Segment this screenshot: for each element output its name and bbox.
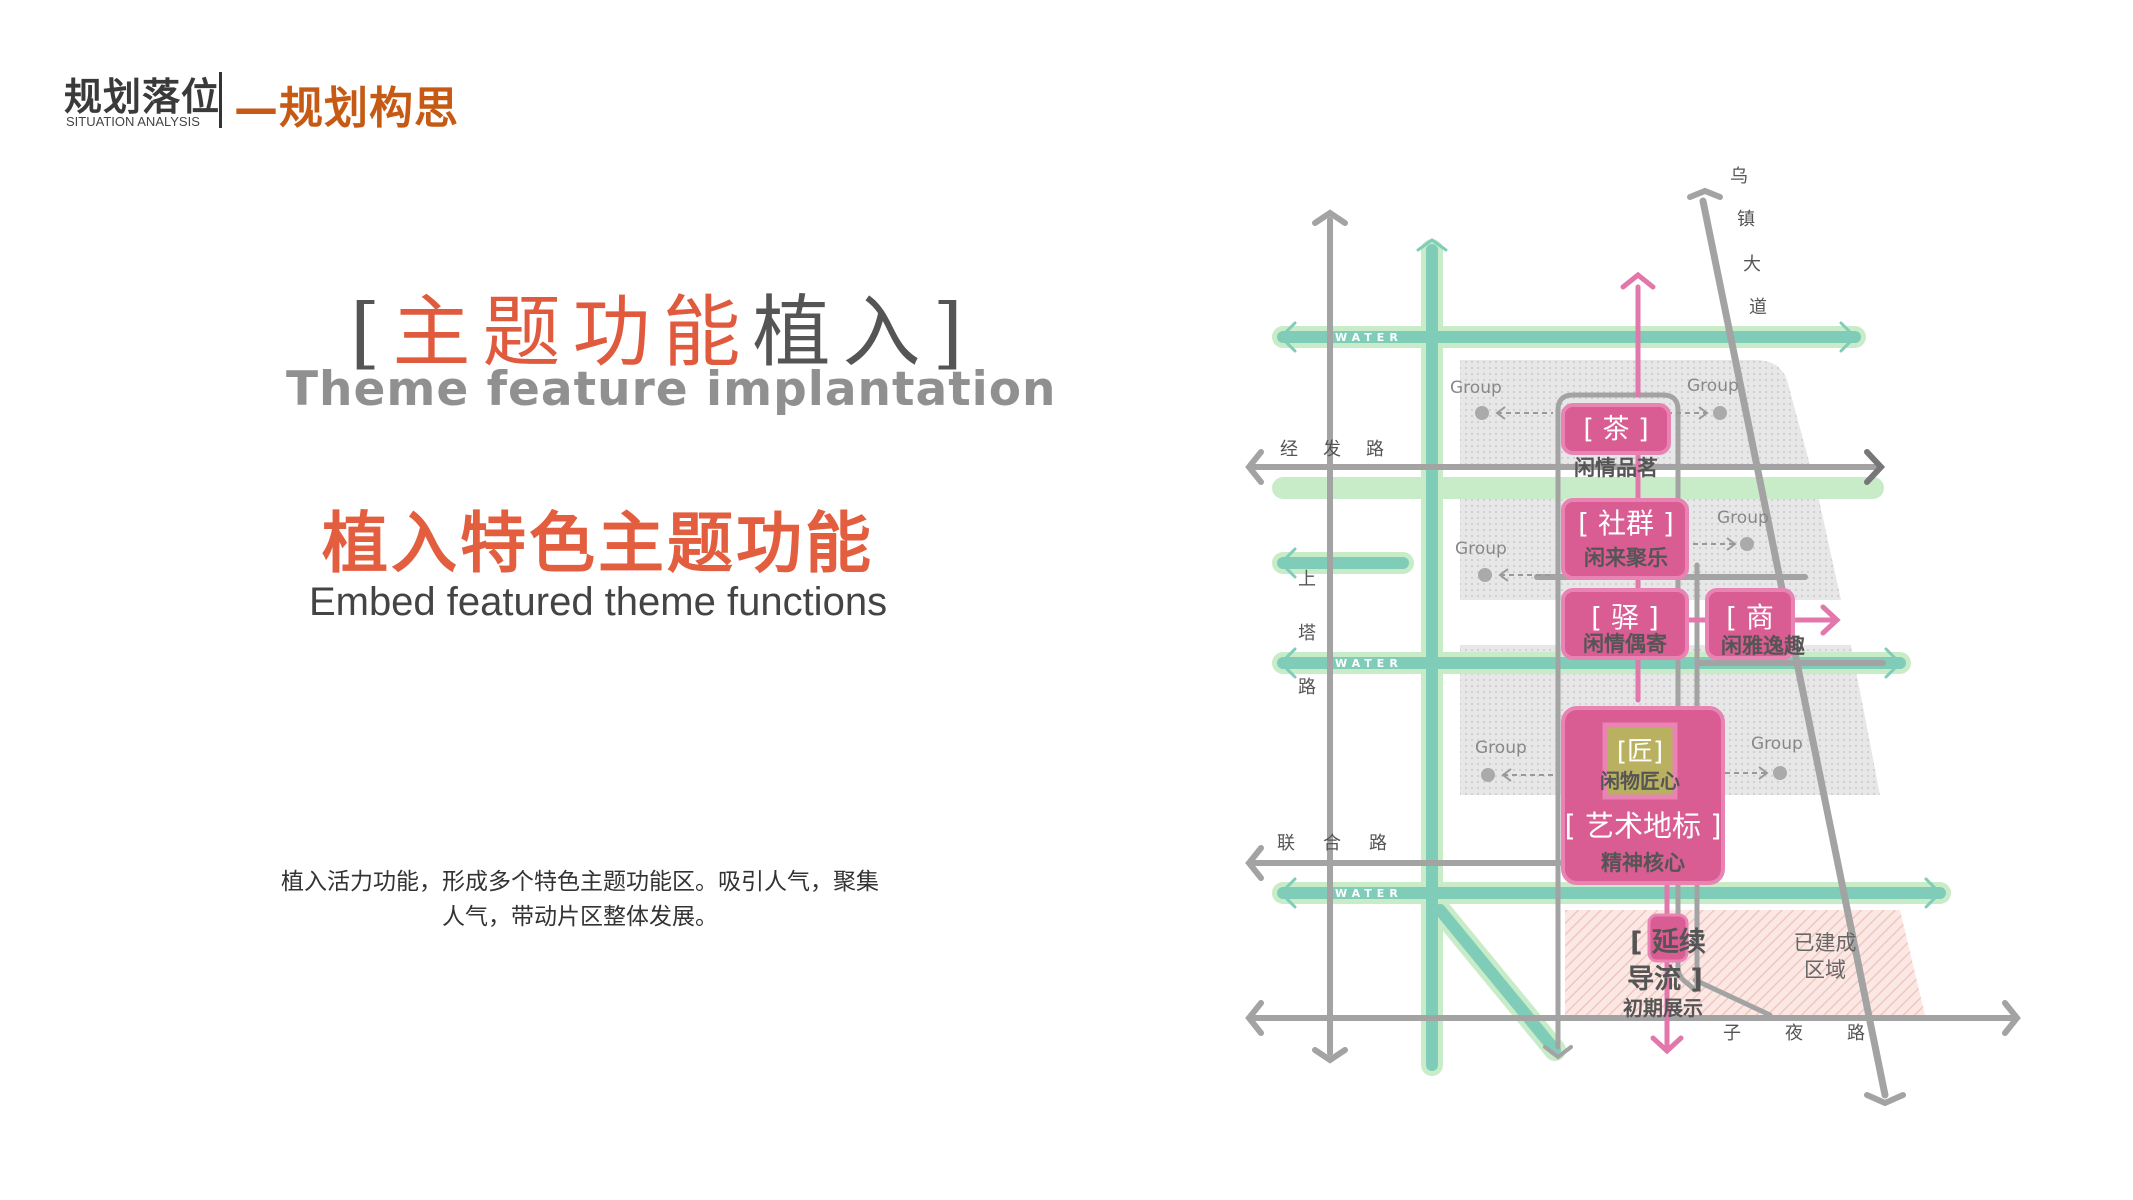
svg-text:WATER: WATER: [1335, 657, 1403, 670]
road-label-wuzhen: 道: [1749, 297, 1767, 318]
road-label-lianhe: 联: [1277, 833, 1295, 854]
svg-text:[ 延续: [ 延续: [1630, 927, 1706, 958]
svg-text:Group: Group: [1475, 738, 1527, 758]
road-label-shangta: 上: [1298, 569, 1316, 590]
svg-text:WATER: WATER: [1335, 887, 1403, 900]
svg-text:闲情品茗: 闲情品茗: [1574, 456, 1658, 480]
svg-text:WATER: WATER: [1335, 331, 1403, 344]
road-label-jingfa: 路: [1366, 439, 1384, 460]
svg-text:[ 商: [ 商: [1726, 601, 1774, 634]
group-marker: Group: [1475, 738, 1553, 782]
road-label-lianhe: 合: [1323, 833, 1341, 854]
svg-text:[ 艺术地标 ]: [ 艺术地标 ]: [1564, 809, 1721, 843]
group-marker: Group: [1725, 734, 1803, 780]
svg-text:[ 茶 ]: [ 茶 ]: [1583, 414, 1648, 445]
svg-text:闲情偶寄: 闲情偶寄: [1583, 632, 1667, 656]
description-text: 植入活力功能，形成多个特色主题功能区。吸引人气，聚集人气，带动片区整体发展。: [281, 869, 879, 930]
group-marker: Group: [1667, 376, 1739, 420]
svg-text:闲雅逸趣: 闲雅逸趣: [1721, 634, 1806, 658]
zone-community: [ 社群 ] 闲来聚乐: [1561, 498, 1689, 580]
svg-text:Group: Group: [1450, 378, 1502, 398]
road-label-shangta: 路: [1298, 677, 1316, 698]
theme-title-rest: 植入: [752, 288, 933, 378]
svg-text:[匠]: [匠]: [1617, 737, 1663, 767]
section-title: —规划构思: [234, 83, 459, 134]
road-label-ziye: 路: [1847, 1023, 1865, 1044]
theme-title-english: Theme feature implantation: [286, 362, 1057, 417]
svg-text:精神核心: 精神核心: [1601, 851, 1685, 875]
svg-text:导流 ]: 导流 ]: [1627, 964, 1703, 995]
svg-text:Group: Group: [1751, 734, 1803, 754]
group-marker: Group: [1450, 378, 1553, 420]
svg-text:Group: Group: [1687, 376, 1739, 396]
subtitle-chinese: 植入特色主题功能: [322, 505, 874, 582]
svg-text:闲物匠心: 闲物匠心: [1600, 769, 1680, 793]
group-marker: Group: [1455, 539, 1553, 582]
zone-station: [ 驿 ] 闲情偶寄: [1561, 588, 1689, 660]
subtitle-english: Embed featured theme functions: [308, 580, 888, 624]
road-label-wuzhen: 大: [1743, 254, 1761, 275]
zone-tea: [ 茶 ] 闲情品茗: [1561, 403, 1671, 480]
road-label-wuzhen: 乌: [1730, 166, 1748, 187]
zone-extension: [ 延续 导流 ] 初期展示: [1623, 913, 1706, 1020]
svg-text:初期展示: 初期展示: [1623, 996, 1703, 1020]
road-label-lianhe: 路: [1369, 833, 1387, 854]
svg-text:[ 社群 ]: [ 社群 ]: [1578, 507, 1674, 540]
bracket-close: ]: [932, 288, 975, 378]
group-markers: Group Group Group Group Group: [1450, 376, 1803, 782]
group-marker: Group: [1693, 508, 1769, 551]
road-label-ziye: 子: [1723, 1023, 1741, 1044]
zone-commerce: [ 商 闲雅逸趣: [1705, 588, 1806, 660]
svg-text:[ 驿 ]: [ 驿 ]: [1591, 601, 1659, 634]
road-label-ziye: 夜: [1785, 1023, 1803, 1044]
header-subtitle: SITUATION ANALYSIS: [66, 114, 200, 129]
road-labels: 乌 镇 大 道 经 发 路 上 塔 路 联 合 路 子 夜 路: [1277, 166, 1865, 1044]
road-label-shangta: 塔: [1298, 623, 1316, 644]
water-labels: WATER WATER WATER: [1335, 331, 1403, 900]
zone-landmark: [匠] 闲物匠心 [ 艺术地标 ] 精神核心: [1561, 706, 1725, 885]
road-label-jingfa: 发: [1323, 439, 1341, 460]
zones: [ 茶 ] 闲情品茗 [ 社群 ] 闲来聚乐 [ 驿 ] 闲情偶寄 [ 商 闲雅…: [1561, 403, 1806, 1020]
theme-title: [主题功能植入]: [350, 270, 975, 382]
svg-text:Group: Group: [1717, 508, 1769, 528]
road-label-jingfa: 经: [1280, 439, 1298, 460]
blocks: [1460, 360, 1925, 1015]
built-area-label: 已建成 区域: [1794, 931, 1857, 982]
svg-text:已建成: 已建成: [1794, 931, 1857, 955]
theme-title-accent: 主题功能: [392, 288, 753, 378]
built-area: [1565, 910, 1925, 1015]
header-title: 规划落位: [64, 75, 221, 119]
road-label-wuzhen: 镇: [1737, 209, 1755, 230]
svg-text:区域: 区域: [1804, 958, 1846, 982]
water-canals: [1272, 238, 1951, 1076]
header-divider: [219, 72, 222, 128]
bracket-open: [: [350, 288, 393, 378]
planning-diagram: Group Group Group Group Group: [1245, 166, 2021, 1107]
svg-text:闲来聚乐: 闲来聚乐: [1584, 546, 1668, 570]
svg-text:Group: Group: [1455, 539, 1507, 559]
